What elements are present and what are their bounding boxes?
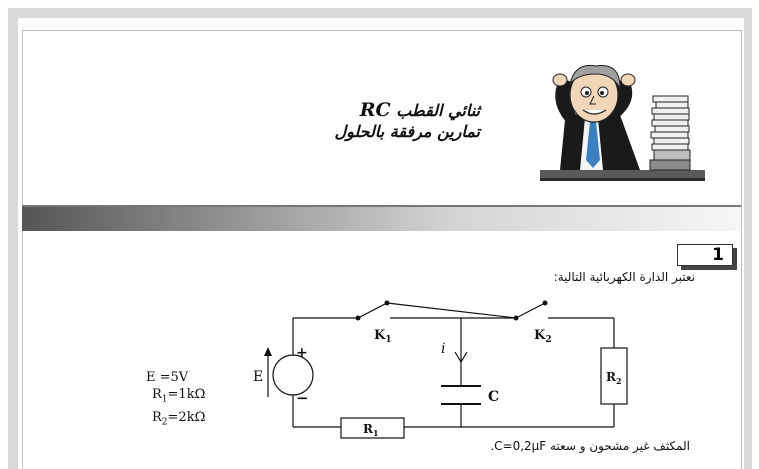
capacitor-note: المكثف غير مشحون و سعته C=0,2μF. <box>490 439 690 453</box>
source-e-label: E <box>253 369 263 385</box>
circuit-parameters: E =5V R1=1kΩ R2=2kΩ <box>146 369 205 431</box>
banner-cap <box>22 205 741 207</box>
title-line2: تمارين مرفقة بالحلول <box>334 122 480 141</box>
param-r1: R1=1kΩ <box>152 387 206 405</box>
param-r2: R2=2kΩ <box>152 409 206 428</box>
frame-top <box>14 8 749 18</box>
exercise-statement: نعتبر الدارة الكهربائية التالية: <box>553 270 695 284</box>
resistor-r2 <box>600 347 628 405</box>
switch-k1-contact-right <box>384 300 390 306</box>
switch-k2-blade <box>515 302 546 319</box>
switch-k1-label: K1 <box>374 328 392 345</box>
switch-k2-contact-left <box>513 315 519 321</box>
inner-border-top <box>22 30 742 31</box>
title-block: ثنائي القطب RC تمارين مرفقة بالحلول <box>280 100 480 142</box>
frame-corner-right <box>730 8 752 30</box>
frame-left <box>8 30 18 469</box>
inner-border-right <box>741 30 742 469</box>
resistor-r2-label: R2 <box>606 370 622 386</box>
current-label: i <box>441 341 445 357</box>
switch-k1-blade <box>357 302 388 319</box>
frame-right <box>744 30 752 469</box>
param-e: E =5V <box>146 370 189 385</box>
paper-stack-icon <box>649 95 691 171</box>
switch-k2-contact-right <box>542 300 548 306</box>
exercise-number: 1 <box>677 244 733 266</box>
source-plus-label: + <box>296 345 308 361</box>
voltage-source-icon <box>272 354 314 396</box>
resistor-r1 <box>340 417 405 439</box>
capacitor-label: C <box>488 389 499 405</box>
title-rc: RC <box>359 99 391 121</box>
switch-k1-contact-left <box>355 315 361 321</box>
current-arrow-icon <box>454 351 468 364</box>
switch-k2-label: K2 <box>534 328 552 345</box>
man-figure-icon <box>552 64 640 170</box>
resistor-r1-label: R1 <box>363 422 379 438</box>
source-minus-label: − <box>296 389 309 407</box>
title-line1: ثنائي القطب RC <box>280 100 480 121</box>
title-line1-prefix: ثنائي القطب <box>396 101 480 120</box>
gradient-banner <box>22 207 741 231</box>
source-arrowhead-icon <box>264 347 272 356</box>
frame-corner-left <box>8 8 26 30</box>
inner-border-left <box>22 30 23 469</box>
